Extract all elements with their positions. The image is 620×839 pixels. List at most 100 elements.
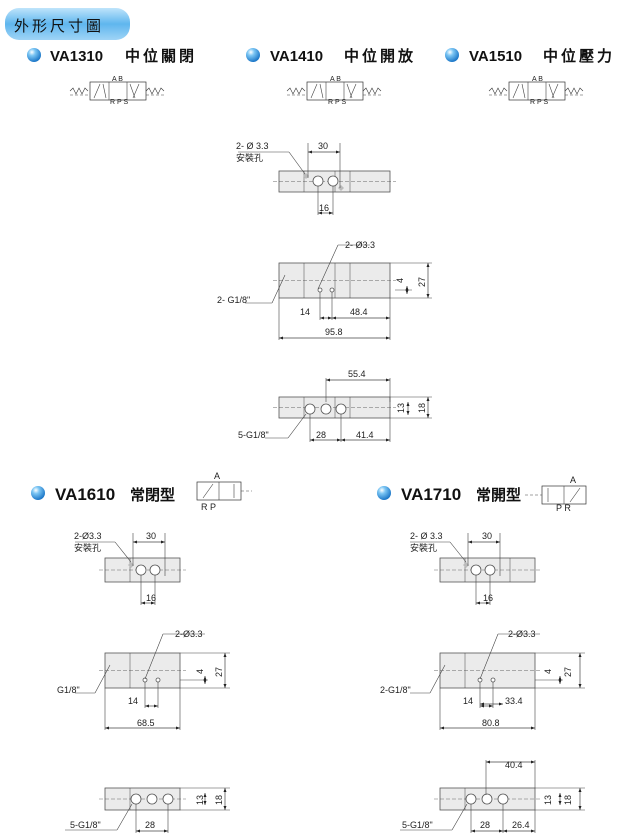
arrow-head (145, 704, 158, 708)
port-hole (146, 793, 158, 805)
dim-30: 30 (146, 531, 156, 541)
dim-4: 4 (195, 669, 205, 674)
title-va1610: VA1610 常閉型 (31, 485, 175, 504)
symbol-port-bottom: R P S (110, 99, 128, 106)
dim-13: 13 (195, 795, 205, 805)
dim-14: 14 (300, 307, 310, 317)
mount-hole (303, 173, 309, 179)
arrow-head (308, 150, 340, 154)
dim-26-4: 26.4 (512, 820, 530, 830)
drawing-line (114, 541, 132, 563)
drawing-line (451, 803, 468, 831)
spring-icon (564, 87, 584, 95)
hole-note: 安裝孔 (74, 542, 101, 553)
center-drawing-labels: 2- Ø 3.3 安裝孔 30 16 2- Ø3.3 2- G1/8" 14 4… (217, 141, 427, 440)
arrow-head (476, 601, 490, 605)
arrow-head (426, 263, 430, 298)
spring-icon (362, 87, 382, 95)
dim-40-4: 40.4 (505, 760, 523, 770)
symbol-port-top: A B (532, 76, 543, 83)
drawing-line (287, 413, 307, 439)
mount-hole (338, 185, 344, 191)
port-hole (481, 793, 493, 805)
dim-80-8: 80.8 (482, 718, 500, 728)
symbol-port-bottom: R P S (530, 99, 548, 106)
drawing-line (349, 83, 357, 99)
drawing-line (512, 83, 520, 99)
arrow-head (203, 793, 207, 805)
port-hole (465, 793, 477, 805)
drawing-line (319, 83, 324, 99)
dim-13: 13 (543, 795, 553, 805)
symbol-port-bottom: P R (556, 503, 571, 513)
model-code: VA1610 (55, 485, 115, 504)
port-hole (135, 564, 147, 576)
left-drawing-labels: 2-Ø3.3 安裝孔 30 16 2-Ø3.3 G1/8" 14 68.5 4 … (57, 531, 224, 830)
port-label: 2- G1/8" (217, 295, 250, 305)
valve-symbol (306, 81, 364, 101)
model-code: VA1310 (50, 48, 103, 65)
bullet-icon (27, 48, 41, 62)
model-code: VA1710 (401, 485, 461, 504)
dim-18: 18 (417, 403, 427, 413)
model-desc: 中位壓力 (543, 47, 615, 65)
dim-28: 28 (480, 820, 490, 830)
dim-16: 16 (319, 203, 329, 213)
drawing-line (551, 83, 559, 99)
port-hole (312, 175, 324, 187)
drawing-line (521, 83, 526, 99)
port-hole (327, 175, 339, 187)
drawing-line (449, 541, 467, 563)
arrow-head (141, 601, 155, 605)
arrow-head (406, 402, 410, 415)
bullet-icon (377, 486, 391, 500)
drawing-line (569, 487, 581, 503)
title-va1510: VA1510 中位壓力 (445, 47, 615, 65)
port-hole (317, 287, 323, 293)
dim-4: 4 (543, 669, 553, 674)
drawing-line (346, 83, 353, 99)
port-label: 5-G1/8" (402, 820, 433, 830)
port-hole (320, 403, 332, 415)
port-hole (329, 287, 335, 293)
port-label: G1/8" (57, 685, 80, 695)
valve-symbol (508, 81, 566, 101)
drawing-line (317, 244, 339, 290)
spring-icon (145, 87, 165, 95)
arrow-head (320, 316, 332, 320)
bullet-icon (31, 486, 45, 500)
drawing-line (116, 803, 133, 831)
hole-label: 2- Ø 3.3 (236, 141, 269, 151)
header-pill (5, 8, 130, 40)
model-desc: 中位開放 (344, 47, 416, 65)
drawing-line (144, 633, 164, 680)
spring-icon (286, 87, 306, 95)
symbol-port-top: A B (330, 76, 341, 83)
dim-55-4: 55.4 (348, 369, 366, 379)
arrow-head (223, 653, 227, 688)
port-label: 5-G1/8" (238, 430, 269, 440)
dim-13: 13 (396, 403, 406, 413)
dim-41-4: 41.4 (356, 430, 374, 440)
dim-95-8: 95.8 (325, 327, 343, 337)
title-va1710: VA1710 常開型 (377, 485, 521, 504)
right-drawing-labels: 2- Ø 3.3 安裝孔 30 16 2-Ø3.3 2-G1/8" 14 33.… (380, 531, 573, 830)
model-code: VA1410 (270, 48, 323, 65)
bullet-icon (445, 48, 459, 62)
drawing-line (129, 83, 136, 99)
mount-hole (463, 562, 469, 568)
drawing-line (288, 151, 306, 175)
mount-hole (128, 562, 134, 568)
hole-note: 安裝孔 (410, 542, 437, 553)
arrow-head (203, 676, 207, 684)
port-label: 2-G1/8" (380, 685, 411, 695)
hole-label: 2- Ø 3.3 (410, 531, 443, 541)
hole-note: 安裝孔 (236, 152, 263, 163)
dim-16: 16 (483, 593, 493, 603)
dim-27: 27 (563, 667, 573, 677)
dim-18: 18 (563, 795, 573, 805)
arrow-head (480, 704, 493, 708)
drawing-line (102, 83, 107, 99)
hole-label: 2-Ø3.3 (74, 531, 102, 541)
